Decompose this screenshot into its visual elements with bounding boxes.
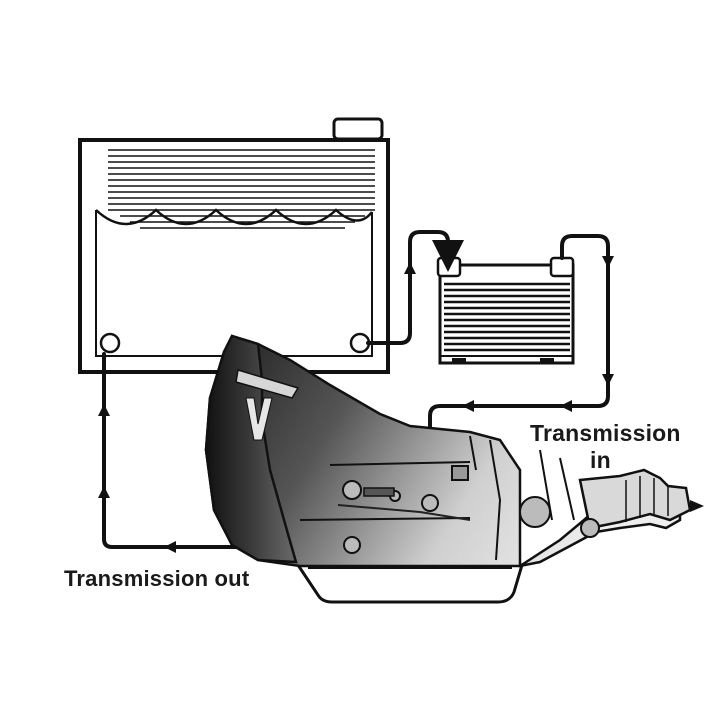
radiator-cap (332, 117, 384, 141)
arrow-up-left-line (98, 404, 110, 416)
cooler-right-fitting (549, 256, 575, 278)
arrow-left-bottom-line (164, 541, 176, 553)
arrow-left-top-line-2 (462, 400, 474, 412)
coolant-level (95, 208, 373, 226)
oil-pan (295, 563, 525, 604)
flow-arrows (98, 256, 614, 553)
line-transmission-to-radiator (102, 352, 260, 549)
label-transmission-in-line2: in (590, 447, 611, 473)
label-transmission-in: Transmission (530, 420, 681, 446)
arrow-left-top-line (560, 400, 572, 412)
transmission (204, 334, 704, 604)
transmission-cooler (436, 256, 575, 365)
v-logo (245, 397, 273, 441)
radiator-outlet-fitting (99, 332, 121, 354)
tail-housing (578, 468, 692, 530)
cooler-lines (102, 230, 610, 549)
line-radiator-to-cooler (366, 230, 464, 345)
radiator-fins (108, 149, 375, 229)
radiator (78, 117, 390, 374)
radiator-body (78, 138, 390, 374)
arrow-down-right-line-2 (602, 374, 614, 386)
arrow-up-left-line-2 (98, 486, 110, 498)
line-cooler-to-transmission (428, 234, 610, 436)
label-transmission-out: Transmission out (64, 566, 250, 591)
output-shaft (690, 500, 704, 512)
transmission-bolts (342, 465, 600, 554)
cooler-left-fitting (436, 256, 462, 278)
arrow-down-right-line (602, 256, 614, 268)
arrow-up-radiator-line (404, 262, 416, 274)
